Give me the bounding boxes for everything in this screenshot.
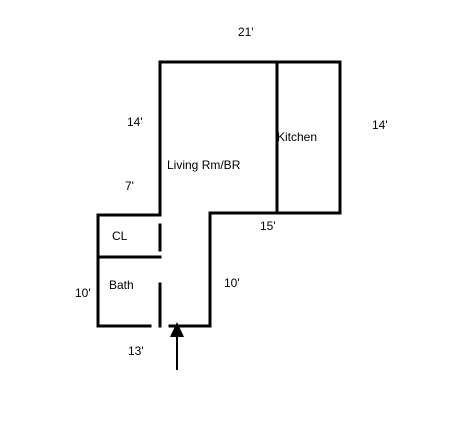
room-label-living: Living Rm/BR [167,158,241,172]
interior-walls [96,60,279,328]
dimension-step: 15' [260,219,276,233]
room-label-bath: Bath [109,278,134,292]
room-label-closet: CL [112,229,128,243]
dimension-left-upper: 14' [127,115,143,129]
dimension-right: 14' [372,118,388,132]
dimension-left-middle: 7' [125,179,134,193]
dimension-inner-right: 10' [224,276,240,290]
dimension-left-lower: 10' [75,286,91,300]
room-label-kitchen: Kitchen [277,130,317,144]
arrow-up-icon [170,322,184,370]
outer-walls [96,60,342,328]
dimension-bottom: 13' [128,344,144,358]
dimension-top: 21' [238,25,254,39]
